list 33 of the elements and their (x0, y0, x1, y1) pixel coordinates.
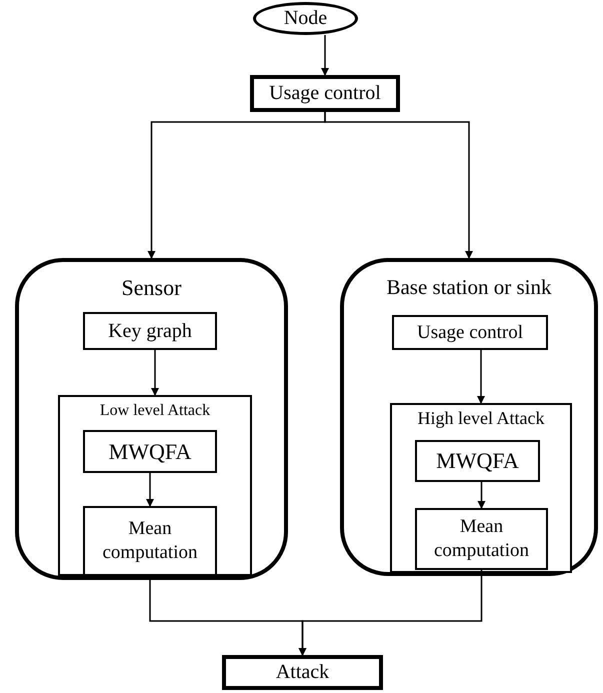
process-box (83, 312, 217, 350)
process-box (392, 315, 548, 350)
arrow (151, 350, 159, 396)
process-box (415, 508, 548, 570)
node-label: Usage control (269, 81, 381, 106)
group-title: Base station or sink (386, 274, 552, 300)
arrow (298, 570, 482, 656)
process-box (222, 655, 383, 690)
arrow (478, 482, 486, 509)
node-label: Mean computation (433, 515, 530, 563)
arrow (146, 473, 154, 507)
group-title: Low level Attack (100, 401, 210, 421)
group-container (340, 258, 598, 576)
process-box (83, 506, 217, 576)
process-box (250, 75, 400, 112)
node-label: MWQFA (436, 447, 519, 475)
node-label: Mean computation (102, 517, 198, 565)
process-box (415, 440, 540, 482)
node-label: Key graph (108, 318, 192, 344)
node-label: MWQFA (108, 438, 192, 466)
group-container (15, 258, 288, 580)
arrow (477, 350, 485, 404)
process-box (83, 430, 217, 473)
group-title: Sensor (122, 274, 182, 302)
group-container (390, 403, 572, 573)
group-container (58, 395, 252, 576)
node-label: Node (284, 6, 328, 31)
arrow (324, 112, 473, 259)
node-label: Attack (276, 660, 330, 685)
node-label: Usage control (416, 320, 524, 344)
arrow (321, 35, 329, 76)
group-title: High level Attack (418, 407, 544, 430)
start-ellipse (253, 2, 358, 35)
